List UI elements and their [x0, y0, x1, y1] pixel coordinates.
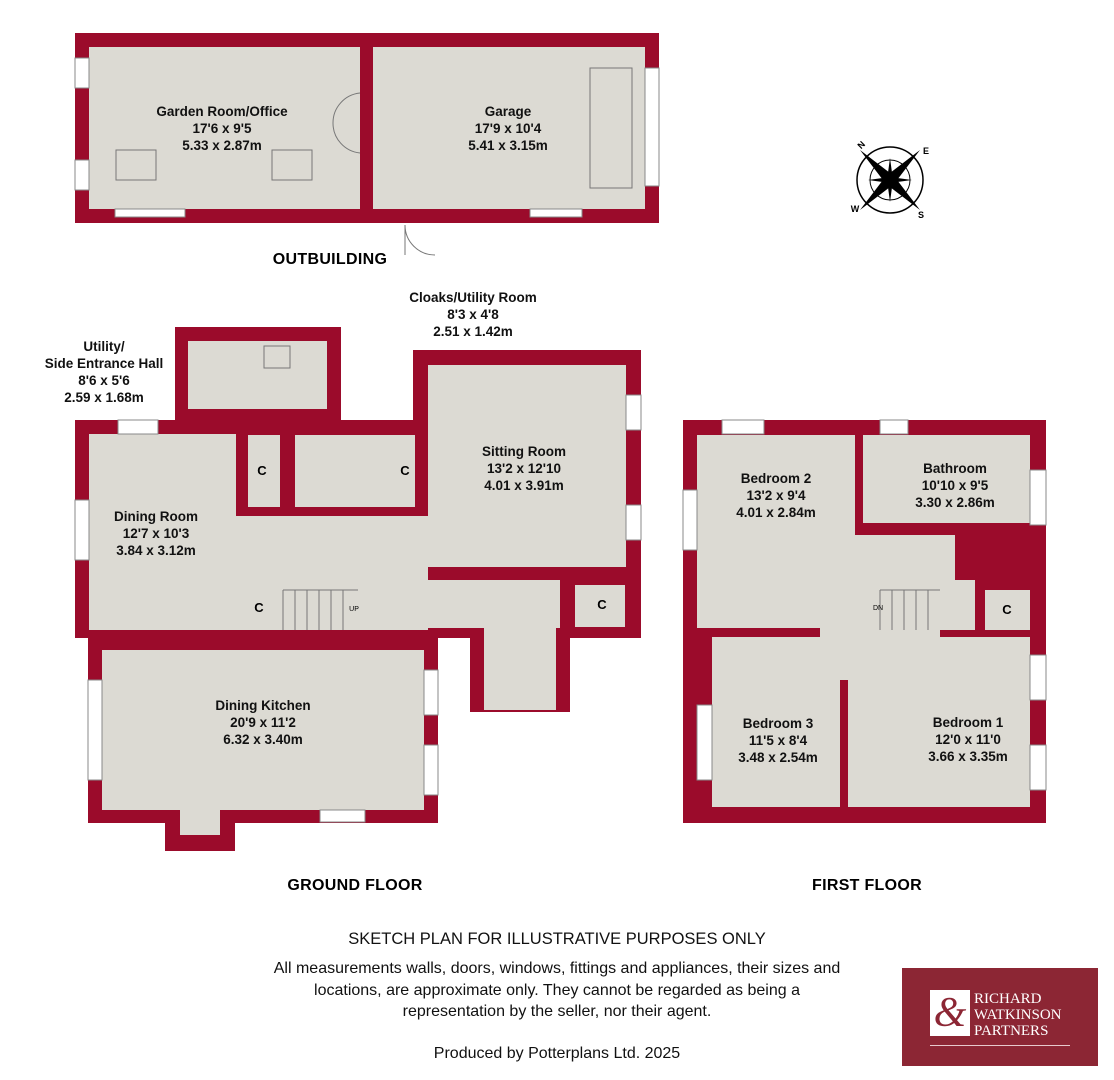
fixtures — [115, 67, 940, 630]
stairs-down-label: DN — [872, 605, 884, 612]
logo-text: PARTNERS — [974, 1023, 1049, 1039]
disclaimer-heading: SKETCH PLAN FOR ILLUSTRATIVE PURPOSES ON… — [348, 930, 766, 948]
produced-by: Produced by Potterplans Ltd. 2025 — [433, 1045, 681, 1062]
cupboard-label: C — [1002, 602, 1012, 617]
agent-logo: & RICHARD WATKINSON PARTNERS — [902, 968, 1098, 1066]
logo-rule — [930, 1045, 1070, 1046]
compass-rose-icon — [856, 146, 924, 214]
outbuilding-title: OUTBUILDING — [272, 251, 388, 268]
compass-e: E — [922, 146, 930, 156]
windows — [74, 57, 1047, 823]
disclaimer-line: All measurements walls, doors, windows, … — [273, 960, 841, 977]
floors — [89, 47, 1030, 835]
compass-s: S — [917, 210, 925, 220]
compass-w: W — [850, 204, 860, 214]
cupboard-label: C — [400, 463, 410, 478]
logo-text: WATKINSON — [974, 1007, 1062, 1023]
cupboard-label: C — [254, 600, 264, 615]
cupboard-label: C — [257, 463, 267, 478]
logo-ampersand: & — [930, 990, 970, 1036]
logo-text: RICHARD — [974, 991, 1042, 1007]
disclaimer-line: representation by the seller, nor their … — [402, 1003, 712, 1020]
first-floor-title: FIRST FLOOR — [812, 877, 922, 894]
stairs-up-label: UP — [349, 606, 359, 613]
ground-floor-title: GROUND FLOOR — [287, 877, 423, 894]
cupboard-label: C — [597, 597, 607, 612]
disclaimer-line: locations, are approximate only. They ca… — [314, 982, 800, 999]
